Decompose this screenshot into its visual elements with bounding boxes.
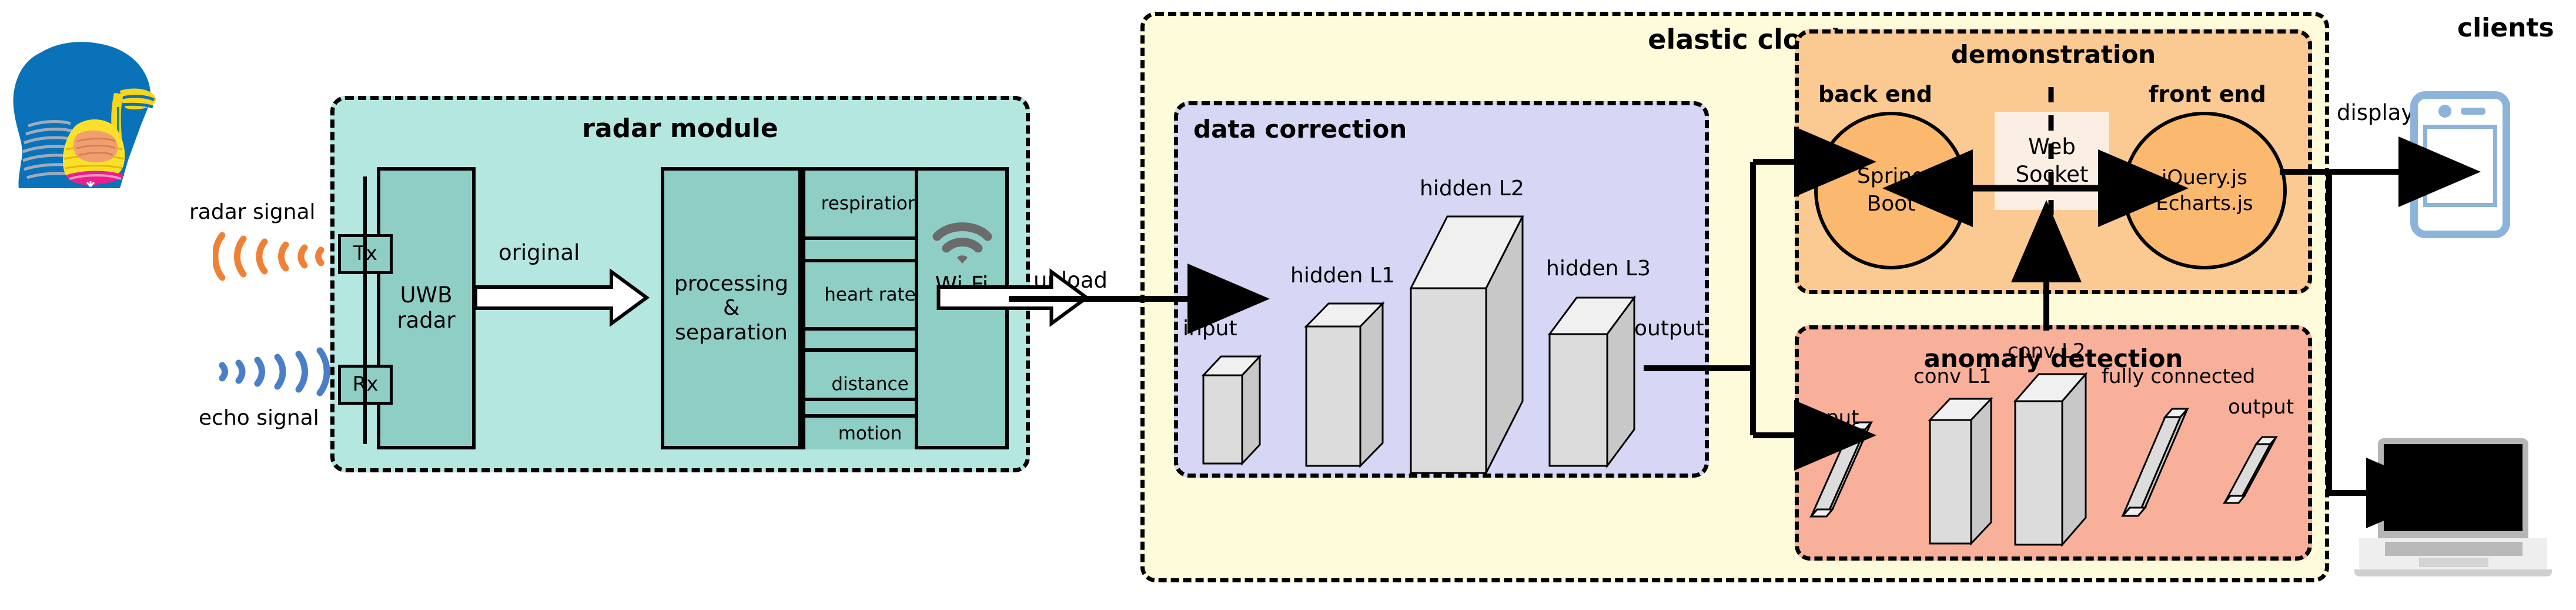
laptop-foot (2354, 569, 2552, 576)
websocket-node[interactable]: Web Socket (1995, 112, 2109, 210)
ad-output-label: output (2228, 395, 2294, 419)
display-label: display (2337, 100, 2414, 125)
laptop-keyboard (2385, 542, 2523, 556)
processing-separation-node[interactable]: processing & separation (661, 167, 802, 449)
demonstration-title: demonstration (1951, 40, 2156, 69)
front-end-label: front end (2149, 81, 2266, 107)
phone-speaker-bar (2461, 108, 2485, 115)
vitals-divider-2 (802, 327, 938, 331)
vitals-divider-1 (802, 236, 938, 240)
upload-label: upload (1033, 268, 1108, 293)
dc-layer-input (1201, 353, 1268, 466)
radar-signal-waves-icon (212, 231, 330, 282)
data-correction-title: data correction (1193, 115, 1407, 144)
vital-item-motion[interactable]: motion (805, 418, 935, 449)
dc-hidden-l2-label: hidden L2 (1420, 176, 1524, 201)
dc-layer-hidden-l2 (1409, 213, 1531, 475)
uwb-radar-node[interactable]: UWB radar (377, 167, 476, 449)
vital-label-distance: distance (831, 374, 909, 395)
phone-camera-dot (2438, 105, 2451, 118)
wifi-icon (932, 218, 992, 267)
back-end-label: back end (1818, 81, 1932, 107)
ad-layer-output (2222, 426, 2284, 529)
wifi-node[interactable] (915, 167, 1009, 449)
dc-layer-hidden-l3 (1548, 294, 1644, 469)
vitals-divider-3b (802, 414, 938, 418)
human-body-illustration (5, 36, 175, 189)
ad-layer-conv-l1 (1928, 395, 1998, 546)
front-end-tech-label: jQuery.js Echarts.js (2156, 165, 2253, 215)
wifi-label: Wi-Fi (935, 272, 989, 298)
phone-screen (2423, 125, 2497, 207)
clients-title: clients (2457, 13, 2554, 43)
laptop-trackpad (2419, 558, 2488, 567)
ad-fully-connected-label: fully connected (2102, 365, 2256, 388)
original-label: original (499, 240, 580, 265)
websocket-label: Web Socket (2015, 134, 2089, 187)
elastic-cloud-title: elastic cloud (1648, 24, 1840, 55)
ad-input-label: input (1808, 406, 1859, 429)
dc-hidden-l1-label: hidden L1 (1290, 264, 1395, 288)
echo-signal-label: echo signal (199, 406, 319, 430)
front-end-node[interactable]: jQuery.js Echarts.js (2122, 112, 2287, 269)
ad-conv-l1-label: conv L1 (1913, 365, 1992, 388)
processing-separation-label: processing & separation (674, 271, 788, 345)
vital-label-motion: motion (838, 423, 902, 444)
ad-layer-conv-l2 (2013, 371, 2092, 548)
anomaly-detection-title: anomaly detection (1923, 344, 2183, 373)
dc-layer-hidden-l1 (1304, 300, 1394, 468)
ad-layer-fully-connected (2120, 391, 2197, 544)
vital-label-heart-rate: heart rate (824, 284, 916, 305)
back-end-tech-label: Spring Boot (1856, 164, 1926, 216)
vital-label-respiration: respiration (821, 193, 919, 214)
radar-module-title: radar module (582, 114, 778, 144)
echo-signal-waves-icon (213, 346, 330, 398)
rx-label: Rx (352, 372, 379, 396)
vital-item-distance[interactable]: distance (805, 352, 935, 416)
vitals-divider-3 (802, 398, 938, 401)
tx-label: Tx (353, 242, 377, 266)
radar-signal-label: radar signal (189, 200, 316, 224)
dc-output-label: output (1634, 316, 1704, 341)
vitals-divider-1b (802, 259, 938, 262)
dc-input-label: input (1183, 316, 1237, 341)
vital-item-heart-rate[interactable]: heart rate (805, 262, 935, 327)
vitals-divider-2b (802, 348, 938, 352)
uwb-radar-label: UWB radar (397, 282, 456, 333)
rx-node[interactable]: Rx (338, 365, 393, 405)
back-end-node[interactable]: Spring Boot (1814, 112, 1968, 269)
vital-item-respiration[interactable]: respiration (805, 171, 935, 236)
dc-hidden-l3-label: hidden L3 (1546, 256, 1651, 281)
laptop-screen-glass (2384, 444, 2523, 531)
tx-node[interactable]: Tx (338, 234, 393, 274)
ad-conv-l2-label: conv L2 (2008, 339, 2086, 363)
